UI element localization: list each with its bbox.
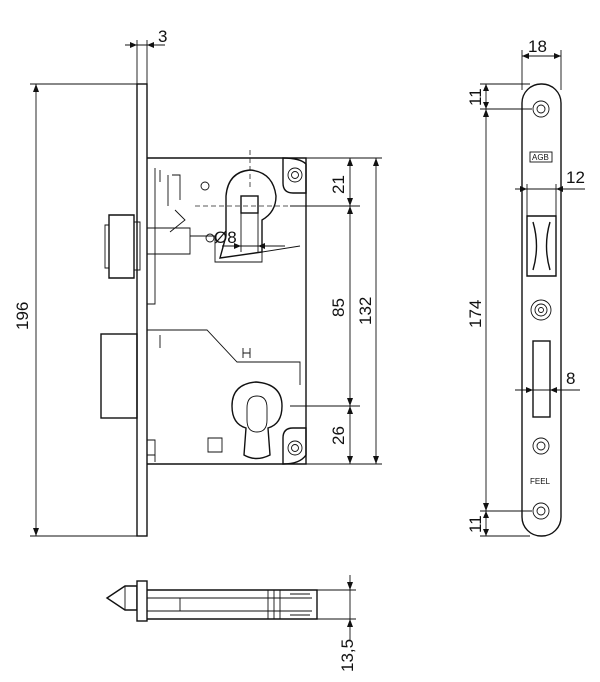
latch-bolt [104, 214, 141, 279]
dim-label-11-top: 11 [466, 88, 485, 106]
dim-label-13-5: 13,5 [338, 639, 357, 672]
dim-label-spindle: Ø8 [214, 228, 237, 247]
diameter-prefix: Ø [214, 228, 227, 247]
lock-body-front-view [100, 83, 325, 537]
latch-opening [526, 215, 557, 277]
dim-faceplate-height: 196 [13, 83, 137, 537]
bottom-screw-hole [532, 502, 550, 520]
top-screw-hole [532, 100, 550, 118]
strike-plate: AGB FEEL [521, 83, 562, 537]
dim-spindle: Ø8 [214, 213, 285, 252]
dim-label-18: 18 [528, 37, 547, 56]
dim-right-front: 21 85 26 132 [290, 157, 382, 465]
dim-faceplate-thickness: 3 [125, 27, 167, 84]
dim-label-12: 12 [566, 168, 585, 187]
lower-screw-hole [532, 437, 550, 455]
latch-arm [147, 227, 301, 263]
dim-label-132: 132 [356, 297, 375, 325]
lower-mount-ear [282, 427, 307, 465]
dim-label-8: 8 [227, 228, 236, 247]
dim-strike: 18 11 174 11 12 8 [466, 37, 585, 537]
brand-mark: AGB [532, 153, 549, 162]
dim-label-196: 196 [13, 302, 32, 330]
dim-label-3: 3 [158, 27, 167, 46]
dim-latch-thickness: 13,5 [317, 575, 357, 672]
spindle-hub [205, 169, 277, 259]
faceplate [136, 83, 148, 537]
square-hole-icon [240, 195, 259, 214]
upper-mount-ear [282, 157, 307, 194]
deadbolt-lever [147, 329, 301, 385]
dim-label-26: 26 [329, 426, 348, 445]
dim-label-8-bolt: 8 [566, 369, 575, 388]
small-screw [200, 181, 210, 191]
latch-bottom-view [105, 580, 318, 622]
keyhole-icon [231, 381, 283, 460]
bolt-opening [532, 340, 551, 418]
deadbolt [100, 300, 156, 419]
dim-label-174: 174 [466, 300, 485, 328]
dim-label-85: 85 [329, 298, 348, 317]
dim-label-11-bottom: 11 [466, 515, 485, 533]
dim-label-21: 21 [329, 175, 348, 194]
center-roller [530, 299, 552, 321]
latch-lever [154, 168, 181, 300]
svg-text:FEEL: FEEL [530, 477, 551, 486]
